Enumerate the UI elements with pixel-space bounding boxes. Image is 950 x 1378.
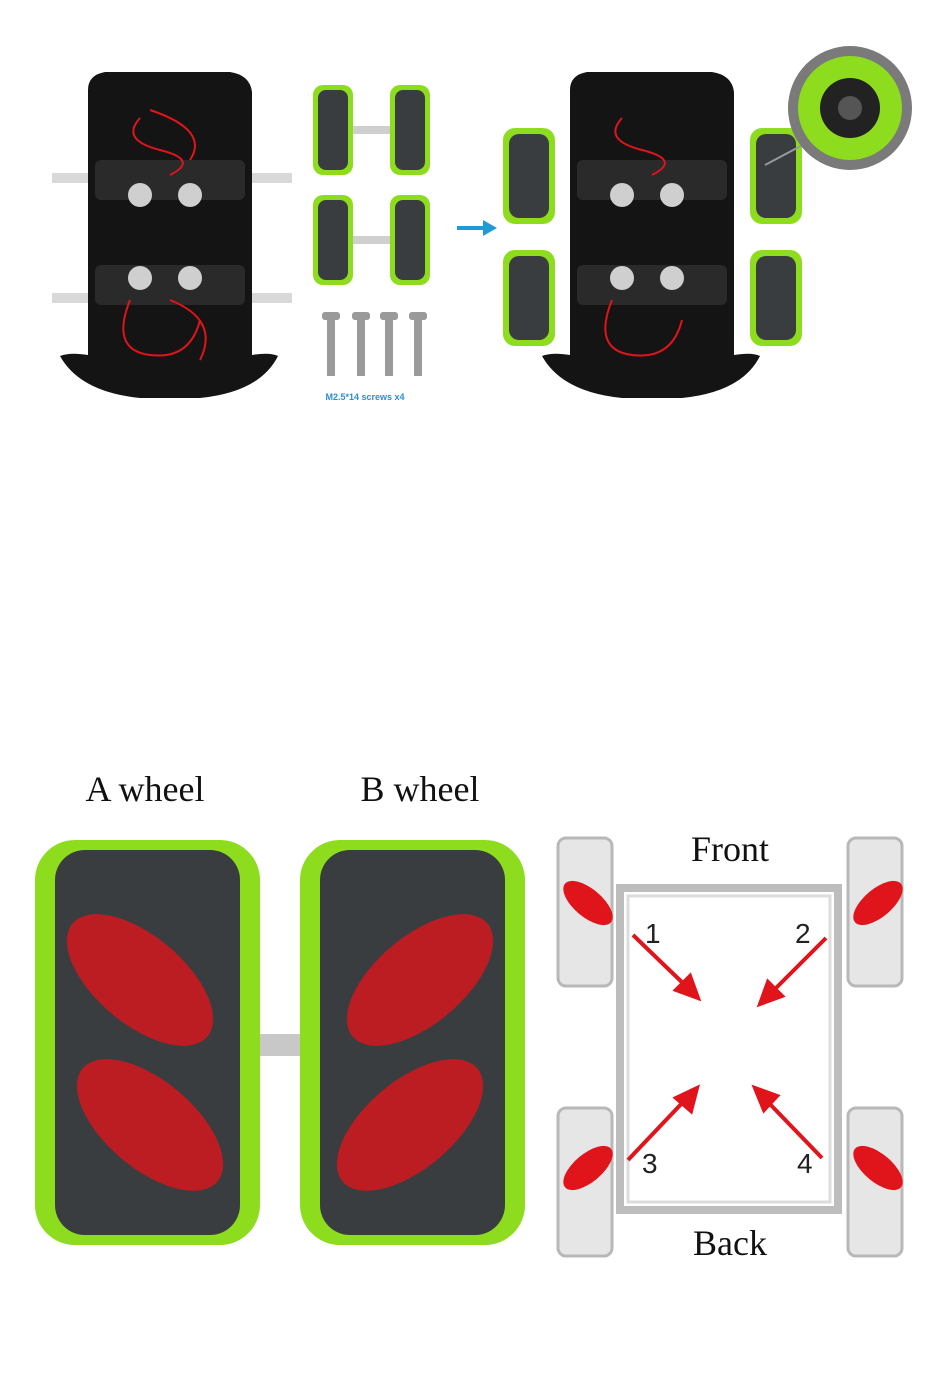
front-label: Front bbox=[640, 828, 820, 870]
back-label: Back bbox=[640, 1222, 820, 1264]
wheel-number-4: 4 bbox=[797, 1148, 813, 1180]
wheel-number-3: 3 bbox=[642, 1148, 658, 1180]
a-wheel-illustration bbox=[35, 840, 330, 1245]
a-wheel-label: A wheel bbox=[55, 768, 235, 810]
blue-arrow bbox=[457, 220, 497, 236]
wheel-number-2: 2 bbox=[795, 918, 811, 950]
mecanum-layout-diagram bbox=[556, 838, 910, 1256]
b-wheel-label: B wheel bbox=[330, 768, 510, 810]
screws bbox=[322, 312, 427, 376]
b-wheel-illustration bbox=[300, 840, 525, 1245]
wheel-number-1: 1 bbox=[645, 918, 661, 950]
screws-caption: M2.5*14 screws x4 bbox=[290, 392, 440, 402]
loose-wheels bbox=[313, 85, 430, 285]
chassis-left bbox=[52, 72, 292, 398]
chassis-assembled bbox=[503, 46, 912, 398]
